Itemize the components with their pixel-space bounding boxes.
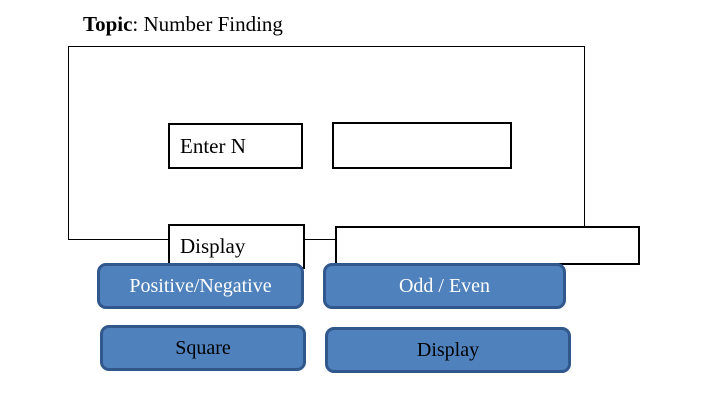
display-button[interactable]: Display [325, 327, 571, 373]
enter-n-label-box: Enter N [168, 123, 303, 169]
display-label-box: Display [168, 224, 305, 269]
display-output-field[interactable] [335, 226, 640, 265]
page-title-text: : Number Finding [132, 12, 283, 36]
page-title-topic-label: Topic [83, 12, 133, 36]
form-panel: Enter N Display [68, 46, 640, 269]
display-label: Display [180, 234, 246, 258]
square-button[interactable]: Square [100, 325, 306, 371]
positive-negative-button[interactable]: Positive/Negative [97, 263, 304, 309]
enter-n-label: Enter N [180, 133, 246, 158]
page-title: Topic: Number Finding [83, 12, 283, 36]
odd-even-button[interactable]: Odd / Even [323, 263, 566, 309]
n-input[interactable] [332, 122, 512, 169]
